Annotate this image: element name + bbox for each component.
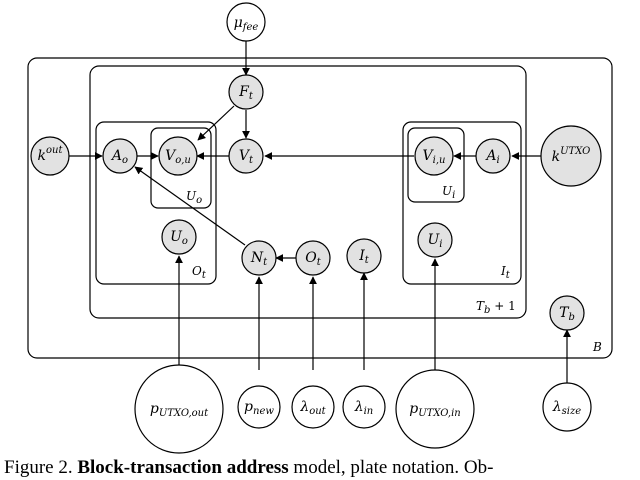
svg-text:λout: λout — [299, 399, 326, 417]
edges — [69, 41, 571, 383]
node-I-t: It — [346, 238, 382, 274]
caption-rest: model, plate notation. Ob- — [288, 457, 494, 478]
plate-label-B: B — [592, 340, 602, 354]
caption-bold: Block-transaction address — [77, 457, 289, 478]
plate-It — [402, 121, 522, 285]
node-k-utxo: kUTXO — [540, 125, 602, 187]
svg-text:kout: kout — [38, 145, 64, 164]
plate-label-Tb-plus-1: Tb + 1 — [476, 299, 516, 316]
node-p-utxo-out: pUTXO,out — [134, 364, 224, 454]
svg-text:It: It — [358, 248, 370, 266]
node-U-o: Uo — [161, 219, 197, 255]
svg-text:μfee: μfee — [234, 15, 259, 33]
node-A-i: Ai — [475, 138, 511, 174]
node-N-t: Nt — [241, 240, 277, 276]
edge-Ft-Vou — [197, 105, 235, 141]
node-V-t: Vt — [228, 138, 264, 174]
plate-Tb-plus-1 — [89, 65, 527, 319]
svg-text:λsize: λsize — [552, 399, 581, 417]
node-T-b: Tb — [549, 295, 585, 331]
plate-label-Uo: Uo — [186, 189, 202, 206]
node-U-i: Ui — [417, 222, 453, 258]
node-p-new: pnew — [237, 385, 281, 429]
plate-Ot — [95, 121, 217, 285]
node-F-t: Ft — [228, 74, 264, 110]
node-lambda-size: λsize — [542, 382, 592, 432]
svg-text:kUTXO: kUTXO — [552, 146, 591, 165]
svg-text:Vo,u: Vo,u — [165, 148, 191, 166]
plate-label-It: It — [500, 264, 511, 281]
svg-text:Vi,u: Vi,u — [423, 148, 446, 166]
node-lambda-in: λin — [342, 385, 386, 429]
nodes: μfee kout Ft Ao Vo,u Vt Vi,u Ai — [30, 2, 602, 454]
node-k-out: kout — [30, 136, 70, 176]
svg-text:Uo: Uo — [170, 229, 188, 247]
node-O-t: Ot — [295, 240, 331, 276]
caption-prefix: Figure 2. — [4, 457, 78, 478]
plate-B — [27, 57, 613, 359]
edge-Nt-Ao — [134, 166, 246, 246]
svg-text:Ot: Ot — [305, 250, 321, 268]
svg-text:Ui: Ui — [427, 232, 442, 250]
node-mu-fee: μfee — [226, 2, 266, 42]
svg-text:pUTXO,in: pUTXO,in — [409, 401, 460, 419]
plate-label-Ui: Ui — [442, 184, 455, 201]
svg-text:Ai: Ai — [484, 148, 499, 166]
svg-text:Nt: Nt — [250, 250, 268, 268]
node-lambda-out: λout — [291, 385, 335, 429]
node-p-utxo-in: pUTXO,in — [395, 369, 475, 449]
svg-text:pUTXO,out: pUTXO,out — [150, 401, 209, 419]
plate-labels: B Tb + 1 Ot It Uo Ui — [186, 184, 602, 354]
svg-text:Vt: Vt — [239, 148, 254, 166]
plate-Ui — [407, 127, 465, 203]
node-V-iu: Vi,u — [414, 136, 454, 176]
svg-text:pnew: pnew — [244, 399, 274, 417]
figure-caption: Figure 2. Block-transaction address mode… — [4, 457, 640, 480]
node-V-ou: Vo,u — [158, 136, 198, 176]
svg-text:λin: λin — [354, 399, 374, 417]
svg-text:Tb: Tb — [559, 305, 575, 323]
svg-text:Ao: Ao — [110, 148, 128, 166]
node-A-o: Ao — [102, 138, 138, 174]
plate-diagram: B Tb + 1 Ot It Uo Ui — [27, 2, 613, 454]
plates — [27, 57, 613, 359]
plate-Uo — [150, 127, 212, 209]
svg-text:Ft: Ft — [238, 84, 254, 102]
plate-label-Ot: Ot — [192, 264, 207, 281]
